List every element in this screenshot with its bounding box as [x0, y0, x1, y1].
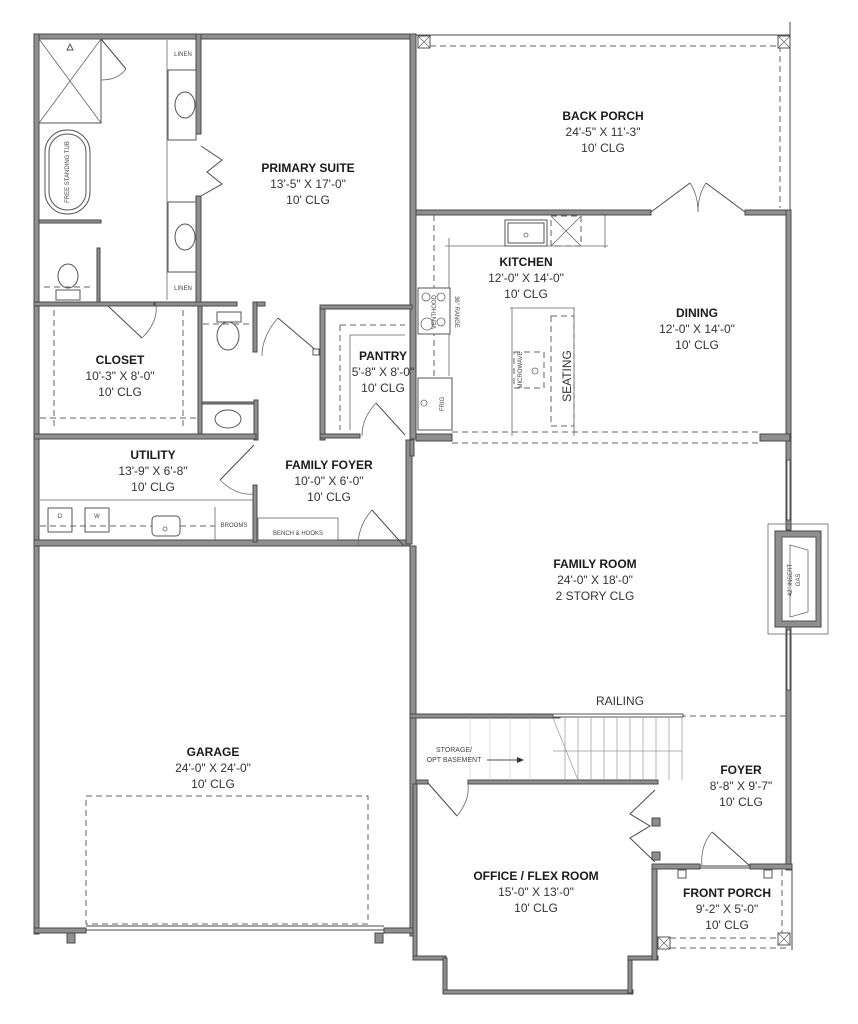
- room-back-porch: BACK PORCH 24'-5" X 11'-3" 10' CLG: [562, 109, 643, 155]
- fireplace-label-1: 42" INSERT: [788, 563, 794, 596]
- fireplace-label-2: GAS: [796, 574, 802, 587]
- svg-text:12'-0" X 14'-0": 12'-0" X 14'-0": [488, 271, 564, 285]
- svg-text:10' CLG: 10' CLG: [98, 385, 142, 399]
- svg-text:10' CLG: 10' CLG: [361, 381, 405, 395]
- svg-text:FAMILY ROOM: FAMILY ROOM: [553, 557, 636, 571]
- svg-text:10' CLG: 10' CLG: [307, 490, 351, 504]
- garage-car-outline: [85, 795, 369, 925]
- svg-text:10' CLG: 10' CLG: [286, 193, 330, 207]
- room-family-room: FAMILY ROOM 24'-0" X 18'-0" 2 STORY CLG: [553, 557, 636, 603]
- svg-text:FAMILY FOYER: FAMILY FOYER: [285, 458, 373, 472]
- dryer-label: D: [58, 514, 63, 520]
- svg-text:13'-5" X 17'-0": 13'-5" X 17'-0": [270, 177, 346, 191]
- svg-text:UTILITY: UTILITY: [130, 448, 175, 462]
- svg-text:13'-9" X 6'-8": 13'-9" X 6'-8": [118, 464, 187, 478]
- powder-room: [203, 311, 320, 429]
- front-porch-outline: [657, 866, 793, 950]
- svg-text:9'-2" X 5'-0": 9'-2" X 5'-0": [696, 902, 758, 916]
- svg-text:10' CLG: 10' CLG: [675, 338, 719, 352]
- svg-text:PANTRY: PANTRY: [359, 349, 407, 363]
- svg-text:DINING: DINING: [676, 306, 718, 320]
- svg-text:24'-5" X 11'-3": 24'-5" X 11'-3": [566, 125, 641, 139]
- fireplace: 42" INSERT GAS: [767, 523, 829, 635]
- svg-text:CLOSET: CLOSET: [96, 353, 145, 367]
- seating-label: SEATING: [560, 350, 574, 402]
- brooms-label: BROOMS: [221, 523, 248, 529]
- svg-text:10' CLG: 10' CLG: [504, 287, 548, 301]
- office-doors: [629, 789, 656, 863]
- svg-text:12'-0" X 14'-0": 12'-0" X 14'-0": [659, 322, 735, 336]
- room-family-foyer: FAMILY FOYER 10'-0" X 6'-0" 10' CLG: [285, 458, 373, 504]
- front-door: [700, 831, 751, 869]
- room-utility: UTILITY 13'-9" X 6'-8" 10' CLG: [118, 448, 187, 494]
- svg-text:10' CLG: 10' CLG: [581, 141, 625, 155]
- stairs: STORAGE/ OPT BASEMENT: [427, 713, 790, 817]
- svg-text:10' CLG: 10' CLG: [131, 480, 175, 494]
- washer-label: W: [94, 514, 100, 520]
- svg-text:10' CLG: 10' CLG: [191, 777, 235, 791]
- frig-label: FRIG: [440, 397, 446, 412]
- svg-text:10' CLG: 10' CLG: [514, 901, 558, 915]
- linen-bottom-label: LINEN: [174, 286, 192, 292]
- room-pantry: PANTRY 5'-8" X 8'-0" 10' CLG: [352, 349, 414, 395]
- room-closet: CLOSET 10'-3" X 8'-0" 10' CLG: [85, 353, 154, 399]
- room-kitchen: KITCHEN 12'-0" X 14'-0" 10' CLG: [488, 255, 564, 301]
- storage-label-2: OPT BASEMENT: [427, 757, 482, 764]
- room-primary-suite: PRIMARY SUITE 13'-5" X 17'-0" 10' CLG: [261, 161, 354, 207]
- svg-text:GARAGE: GARAGE: [187, 745, 240, 759]
- svg-text:24'-0" X 18'-0": 24'-0" X 18'-0": [557, 573, 633, 587]
- pantry-shelving: [339, 324, 406, 437]
- svg-text:10' CLG: 10' CLG: [705, 918, 749, 932]
- room-dining: DINING 12'-0" X 14'-0" 10' CLG: [659, 306, 735, 352]
- room-foyer: FOYER 8'-8" X 9'-7" 10' CLG: [710, 763, 772, 809]
- railing-label: RAILING: [596, 694, 644, 708]
- svg-text:FRONT PORCH: FRONT PORCH: [683, 886, 771, 900]
- back-porch-doors: [650, 182, 746, 213]
- closet-shelving: [40, 310, 197, 430]
- bench-hooks-label: BENCH & HOOKS: [273, 531, 323, 537]
- svg-text:10' CLG: 10' CLG: [719, 795, 763, 809]
- svg-text:5'-8" X 8'-0": 5'-8" X 8'-0": [352, 365, 414, 379]
- kitchen-fixtures: VENTHOOD 36" RANGE FRIG MICROWAVE SEATIN…: [417, 215, 760, 444]
- svg-text:FOYER: FOYER: [720, 763, 762, 777]
- storage-label-1: STORAGE/: [436, 747, 472, 754]
- range-label: 36" RANGE: [453, 296, 459, 328]
- linen-top-label: LINEN: [174, 52, 192, 58]
- svg-text:8'-8" X 9'-7": 8'-8" X 9'-7": [710, 779, 772, 793]
- utility-fixtures: D W BROOMS BENCH & HOOKS: [40, 444, 405, 547]
- room-garage: GARAGE 24'-0" X 24'-0" 10' CLG: [175, 745, 251, 791]
- room-office: OFFICE / FLEX ROOM 15'-0" X 13'-0" 10' C…: [473, 869, 598, 915]
- svg-text:24'-0" X 24'-0": 24'-0" X 24'-0": [175, 761, 251, 775]
- svg-text:10'-0" X 6'-0": 10'-0" X 6'-0": [294, 474, 363, 488]
- venthood-label: VENTHOOD: [432, 294, 438, 329]
- back-porch-outline: [416, 22, 791, 210]
- svg-text:2 STORY CLG: 2 STORY CLG: [556, 589, 635, 603]
- primary-bath: FREE STANDING TUB LINEN LINEN: [38, 38, 223, 339]
- tub-label: FREE STANDING TUB: [65, 141, 71, 203]
- svg-text:10'-3" X 8'-0": 10'-3" X 8'-0": [85, 369, 154, 383]
- microwave-label: MICROWAVE: [518, 352, 524, 389]
- walls: [33, 33, 793, 995]
- room-front-porch: FRONT PORCH 9'-2" X 5'-0" 10' CLG: [683, 886, 771, 932]
- svg-text:PRIMARY SUITE: PRIMARY SUITE: [261, 161, 354, 175]
- svg-text:15'-0" X 13'-0": 15'-0" X 13'-0": [498, 885, 574, 899]
- svg-text:BACK PORCH: BACK PORCH: [562, 109, 643, 123]
- svg-text:KITCHEN: KITCHEN: [499, 255, 552, 269]
- svg-text:OFFICE / FLEX ROOM: OFFICE / FLEX ROOM: [473, 869, 598, 883]
